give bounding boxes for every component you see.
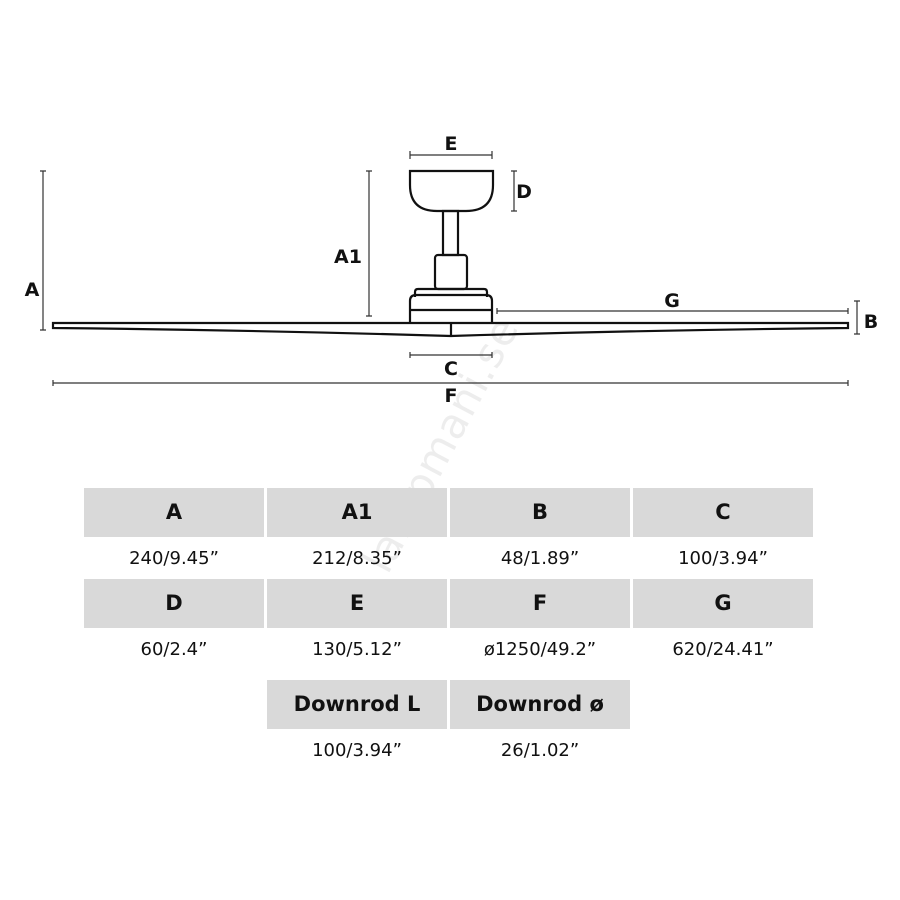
downrod <box>441 209 460 257</box>
header-cell: D <box>84 579 264 628</box>
label-B: B <box>864 311 878 333</box>
value-cell: 100/3.94” <box>312 740 402 761</box>
label-G: G <box>664 290 680 312</box>
table-value-row: 240/9.45” 212/8.35” 48/1.89” 100/3.94” <box>84 537 814 579</box>
fan-drawing <box>51 169 850 338</box>
fan-dimension-diagram: E D A1 A G B C F <box>25 133 879 407</box>
value-cell: 212/8.35” <box>312 548 402 569</box>
table-value-row: 60/2.4” 130/5.12” ø1250/49.2” 620/24.41” <box>84 628 814 670</box>
label-E: E <box>445 133 458 155</box>
header-cell: Downrod L <box>267 680 447 729</box>
canopy <box>408 169 495 213</box>
header-cell: A1 <box>267 488 447 537</box>
header-cell: E <box>267 579 447 628</box>
value-cell: 620/24.41” <box>672 639 774 660</box>
table-header-row: D E F G <box>84 579 814 628</box>
table-header-row: A A1 B C <box>84 488 814 537</box>
motor-cap <box>413 287 489 297</box>
header-cell: B <box>450 488 630 537</box>
value-cell: 60/2.4” <box>140 639 208 660</box>
header-cell: C <box>633 488 813 537</box>
table-value-row: 100/3.94” 26/1.02” <box>267 729 814 771</box>
label-F: F <box>445 385 458 407</box>
value-cell: 100/3.94” <box>678 548 768 569</box>
label-C: C <box>444 358 458 380</box>
header-cell: A <box>84 488 264 537</box>
label-A: A <box>25 279 40 301</box>
dimensions-table: A A1 B C 240/9.45” 212/8.35” 48/1.89” 10… <box>84 488 814 771</box>
motor-body <box>408 293 494 323</box>
value-cell: 26/1.02” <box>500 740 580 761</box>
label-D: D <box>516 181 532 203</box>
header-cell: G <box>633 579 813 628</box>
label-A1: A1 <box>334 246 362 268</box>
value-cell: 130/5.12” <box>312 639 402 660</box>
motor-coupler <box>433 253 469 291</box>
dimension-lines <box>40 151 860 386</box>
table-header-row: Downrod L Downrod ø <box>267 680 814 729</box>
value-cell: 240/9.45” <box>129 548 219 569</box>
value-cell: 48/1.89” <box>500 548 580 569</box>
header-cell: F <box>450 579 630 628</box>
value-cell: ø1250/49.2” <box>483 639 597 660</box>
header-cell: Downrod ø <box>450 680 630 729</box>
